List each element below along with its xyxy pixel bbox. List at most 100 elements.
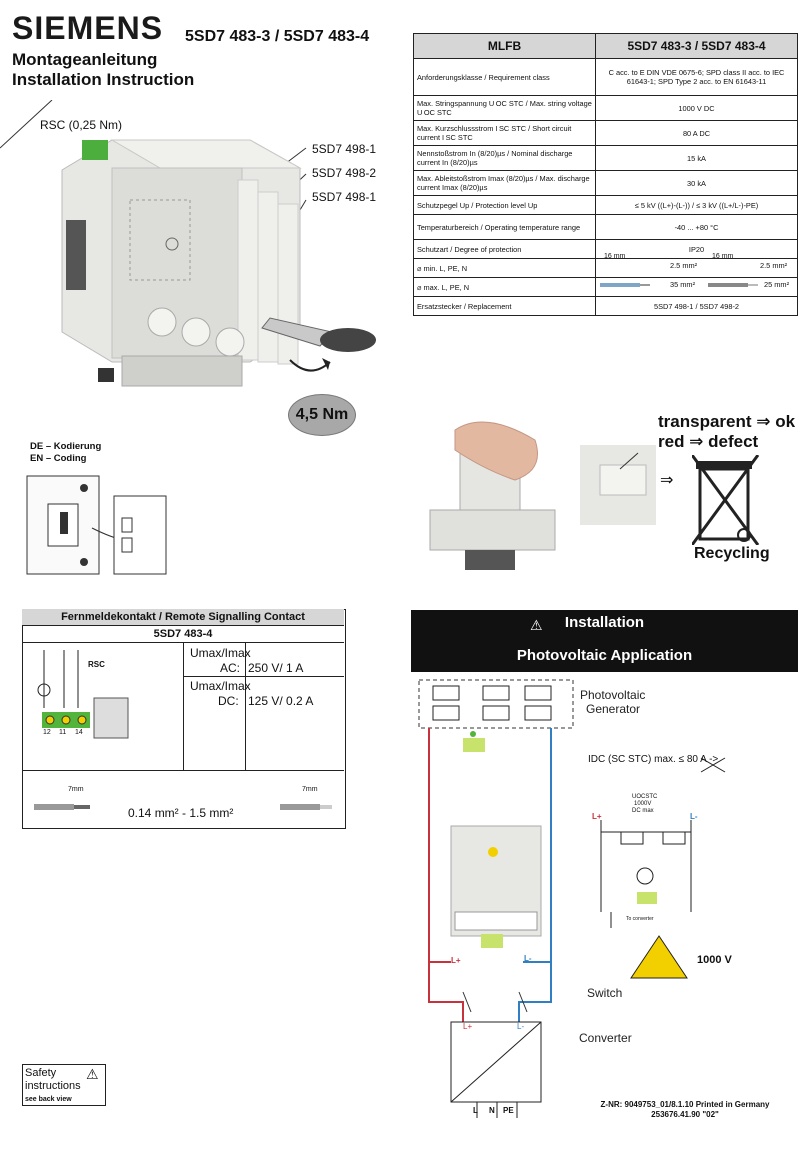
status-ok: transparent ⇒ ok bbox=[658, 412, 796, 431]
installation-subtitle: Photovoltaic Application bbox=[516, 647, 693, 664]
spec-col-header-model: 5SD7 483-3 / 5SD7 483-4 bbox=[595, 33, 798, 59]
pv-generator-label-1: Photovoltaic bbox=[580, 688, 646, 702]
coding-label: DE – Kodierung EN – Coding bbox=[30, 441, 101, 465]
recycling-label: Recycling bbox=[694, 545, 770, 562]
min-value-b: 2.5 mm² bbox=[760, 261, 788, 270]
spec-label: Max. Stringspannung U OC STC / Max. stri… bbox=[413, 95, 596, 121]
pv-wiring-diagram bbox=[418, 679, 726, 1118]
spec-value: C acc. to E DIN VDE 0675-6; SPD class II… bbox=[595, 58, 798, 96]
spec-label: Max. Ableitstoßstrom Imax (8/20)µs / Max… bbox=[413, 170, 596, 196]
safety-line3: see back view bbox=[25, 1096, 72, 1103]
safety-box: Safety instructions see back view bbox=[22, 1064, 106, 1106]
product-illustration bbox=[0, 100, 376, 387]
cartridge-label-1: 5SD7 498-1 bbox=[312, 142, 377, 156]
terminal-12: 12 bbox=[43, 729, 51, 736]
idc-label: IDC (SC STC) max. ≤ 80 A -> bbox=[588, 754, 719, 765]
spec-value: 5SD7 498-1 / 5SD7 498-2 bbox=[595, 296, 798, 316]
spec-col-header-mlfb: MLFB bbox=[413, 33, 596, 59]
spec-table: MLFB 5SD7 483-3 / 5SD7 483-4 Anforderung… bbox=[413, 33, 798, 316]
sketch-l-minus: L- bbox=[690, 812, 698, 821]
l-plus-label: L+ bbox=[451, 956, 461, 965]
status-defect: red ⇒ defect bbox=[658, 432, 759, 451]
spec-label: Nennstoßstrom In (8/20)µs / Nominal disc… bbox=[413, 145, 596, 171]
uocstc-label: UOCSTC bbox=[632, 794, 658, 800]
terminal-11: 11 bbox=[59, 729, 67, 736]
print-info-line2: 253676.41.90 "02" bbox=[651, 1110, 719, 1119]
converter-label: Converter bbox=[579, 1031, 632, 1045]
dc-value: 125 V/ 0.2 A bbox=[248, 694, 314, 708]
converter-l-plus: L+ bbox=[463, 1022, 473, 1031]
strip-length-2: 7mm bbox=[302, 786, 318, 793]
max-value-b: 25 mm² bbox=[764, 280, 790, 289]
safety-line2: instructions bbox=[25, 1080, 81, 1092]
spec-value: -40 ... +80 °C bbox=[595, 214, 798, 240]
pv-generator-label-2: Generator bbox=[586, 702, 641, 716]
installation-title: Installation bbox=[564, 614, 645, 631]
safety-line1: Safety bbox=[25, 1067, 57, 1079]
coding-illustration bbox=[26, 475, 167, 575]
cross-section: 0.14 mm² - 1.5 mm² bbox=[128, 806, 234, 820]
spec-value: 1000 V DC bbox=[595, 95, 798, 121]
spec-label: Schutzart / Degree of protection bbox=[413, 239, 596, 259]
installation-header bbox=[411, 610, 798, 672]
voltage-label: 1000 V bbox=[697, 954, 732, 966]
l-terminal: L bbox=[473, 1106, 478, 1115]
spec-value: 30 kA bbox=[595, 170, 798, 196]
min-value-a: 2.5 mm² bbox=[670, 261, 698, 270]
cartridge-status-illustration bbox=[580, 445, 656, 525]
rsc-label: RSC bbox=[88, 660, 105, 669]
spec-label: Temperaturbereich / Operating temperatur… bbox=[413, 214, 596, 240]
umax-label-dc: Umax/Imax bbox=[190, 679, 251, 693]
ac-value: 250 V/ 1 A bbox=[248, 661, 304, 675]
arrow-icon: ⇒ bbox=[660, 472, 674, 489]
wire-strip-illustration bbox=[34, 804, 332, 810]
to-converter-label: To converter bbox=[626, 916, 654, 922]
remote-signalling-title: Fernmeldekontakt / Remote Signalling Con… bbox=[22, 609, 344, 626]
warning-icon: ⚠ bbox=[86, 1066, 99, 1082]
divider bbox=[22, 770, 344, 771]
spec-value: ≤ 5 kV ((L+)-(L-)) / ≤ 3 kV ((L+/L-)-PE) bbox=[595, 195, 798, 215]
umax-label-ac: Umax/Imax bbox=[190, 646, 251, 660]
n-terminal: N bbox=[489, 1106, 495, 1115]
spec-label: ⌀ min. L, PE, N bbox=[413, 258, 596, 278]
spec-value: 15 kA bbox=[595, 145, 798, 171]
strip-length-a: 16 mm bbox=[604, 253, 626, 260]
divider bbox=[183, 642, 184, 770]
cartridge-label-2: 5SD7 498-2 bbox=[312, 166, 377, 180]
ac-label: AC: bbox=[220, 661, 241, 675]
coding-de: DE – Kodierung bbox=[30, 441, 102, 452]
terminal-14: 14 bbox=[75, 729, 83, 736]
spec-label: Schutzpegel Up / Protection level Up bbox=[413, 195, 596, 215]
l-minus-label: L- bbox=[524, 954, 532, 963]
model-title: 5SD7 483-3 / 5SD7 483-4 bbox=[185, 28, 370, 45]
wire-illustrations bbox=[600, 283, 758, 287]
sketch-l-plus: L+ bbox=[592, 812, 602, 821]
max-value-a: 35 mm² bbox=[670, 280, 696, 289]
dc-label: DC: bbox=[218, 694, 239, 708]
strip-length-b: 16 mm bbox=[712, 253, 734, 260]
divider bbox=[183, 676, 344, 677]
switch-label: Switch bbox=[587, 986, 623, 1000]
print-info: Z-NR: 9049753_01/8.1.10 Printed in Germa… bbox=[585, 1100, 785, 1120]
remote-signalling-model: 5SD7 483-4 bbox=[22, 626, 344, 643]
cartridge-label-3: 5SD7 498-1 bbox=[312, 190, 377, 204]
strip-length-1: 7mm bbox=[68, 786, 84, 793]
torque-badge: 4,5 Nm bbox=[288, 394, 356, 436]
status-legend: transparent ⇒ ok red ⇒ defect bbox=[658, 412, 795, 452]
converter-l-minus: L- bbox=[517, 1022, 525, 1031]
rsc-circuit-diagram bbox=[37, 650, 129, 739]
spec-label: Ersatzstecker / Replacement bbox=[413, 296, 596, 316]
v1000-label: 1000V bbox=[634, 801, 652, 807]
wire-min-cell: 16 mm 2.5 mm² 16 mm 2.5 mm² bbox=[595, 253, 798, 278]
coding-en: EN – Coding bbox=[30, 453, 87, 464]
subtitle-de: Montageanleitung bbox=[12, 50, 158, 69]
spec-label: ⌀ max. L, PE, N bbox=[413, 277, 596, 297]
divider bbox=[245, 642, 246, 770]
spec-label: Anforderungsklasse / Requirement class bbox=[413, 58, 596, 96]
spec-value: 80 A DC bbox=[595, 120, 798, 146]
print-info-line1: Z-NR: 9049753_01/8.1.10 Printed in Germa… bbox=[600, 1100, 770, 1109]
cartridge-replacement-illustration bbox=[429, 421, 556, 570]
warning-icon: ⚠ bbox=[530, 617, 543, 633]
dcmax-label: DC max bbox=[632, 808, 654, 814]
wire-max-cell: 35 mm² 25 mm² bbox=[595, 277, 798, 297]
